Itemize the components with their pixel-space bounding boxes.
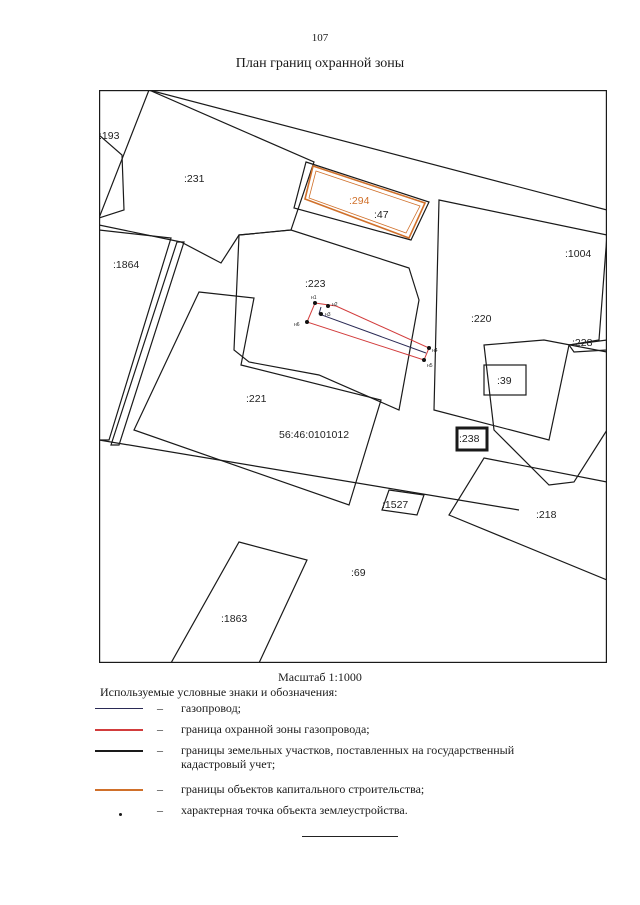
- parcel-1864: [99, 229, 172, 441]
- parcel-223: [233, 229, 420, 411]
- legend-text: границы объектов капитального строительс…: [181, 782, 425, 796]
- label-parcel-69: :69: [351, 567, 366, 579]
- label-parcel-228: :228: [572, 337, 593, 349]
- legend-dash: –: [157, 722, 163, 736]
- parcel-39: [483, 364, 527, 396]
- point-n4: [427, 346, 431, 350]
- label-parcel-1864: :1864: [113, 259, 139, 271]
- label-parcel-1863: :1863: [221, 613, 247, 625]
- label-parcel-238: :238: [459, 433, 480, 445]
- legend-dash: –: [157, 701, 163, 715]
- label-parcel-223: :223: [305, 278, 326, 290]
- street-line-south: [99, 439, 520, 511]
- label-n3: н3: [325, 312, 331, 318]
- label-parcel-218: :218: [536, 509, 557, 521]
- point-n1: [313, 301, 317, 305]
- label-parcel-39: :39: [497, 375, 512, 387]
- protection-zone: [306, 302, 430, 361]
- parcel-1527: [381, 489, 425, 516]
- parcel-193: [99, 134, 125, 219]
- label-quarter-number: 56:46:0101012: [279, 429, 349, 441]
- legend-text: граница охранной зоны газопровода;: [181, 722, 370, 736]
- legend-text: границы земельных участков, поставленных…: [181, 743, 515, 771]
- map-scale: Масштаб 1:1000: [278, 670, 362, 684]
- legend-symbol-land-parcels: [95, 750, 143, 752]
- label-parcel-220: :220: [471, 313, 492, 325]
- label-n4: н4: [432, 348, 438, 354]
- point-n2: [326, 304, 330, 308]
- parcel-221: [133, 291, 382, 506]
- parcel-strip: [110, 241, 185, 446]
- label-parcel-47: :47: [374, 209, 389, 221]
- legend-dash: –: [157, 803, 163, 817]
- label-n1: н1: [311, 295, 317, 301]
- label-parcel-1527: :1527: [382, 499, 408, 511]
- parcel-218: [448, 457, 607, 581]
- legend-text: характерная точка объекта землеустройств…: [181, 803, 408, 817]
- legend-symbol-capital-objects: [95, 789, 143, 791]
- label-parcel-221: :221: [246, 393, 267, 405]
- building-294-inner: [308, 170, 421, 234]
- legend-dash: –: [157, 782, 163, 796]
- label-building-294: :294: [349, 195, 370, 207]
- point-n5: [422, 358, 426, 362]
- map-plan: н1 н2 н3 н4 н5 н6 :193 :231 :294 :47 :10…: [99, 90, 607, 663]
- label-parcel-231: :231: [184, 173, 205, 185]
- parcel-228: [567, 339, 607, 353]
- label-n2: н2: [332, 302, 338, 308]
- label-parcel-193: :193: [99, 130, 120, 142]
- legend-dash: –: [157, 743, 163, 757]
- parcel-238: [455, 426, 489, 452]
- legend-symbol-point: [119, 813, 122, 816]
- parcel-1863: [170, 541, 308, 663]
- bottom-divider: [302, 836, 398, 837]
- label-parcel-1004: :1004: [565, 248, 591, 260]
- legend-symbol-gas-pipeline: [95, 708, 143, 709]
- page-title: План границ охранной зоны: [235, 56, 405, 71]
- map-canvas: н1 н2 н3 н4 н5 н6 :193 :231 :294 :47 :10…: [99, 90, 607, 663]
- label-n5: н5: [427, 363, 433, 369]
- map-border: [99, 90, 607, 663]
- building-294: [304, 164, 427, 240]
- street-line-north: [148, 90, 607, 211]
- page-number: 107: [311, 32, 329, 44]
- label-n6: н6: [294, 322, 300, 328]
- parcel-block-east: [483, 339, 607, 486]
- parcel-47: [293, 161, 430, 241]
- point-n6: [305, 320, 309, 324]
- legend-text: газопровод;: [181, 701, 242, 715]
- legend-symbol-protection-zone: [95, 729, 143, 731]
- point-n3: [319, 312, 323, 316]
- legend-title: Используемые условные знаки и обозначени…: [100, 685, 338, 699]
